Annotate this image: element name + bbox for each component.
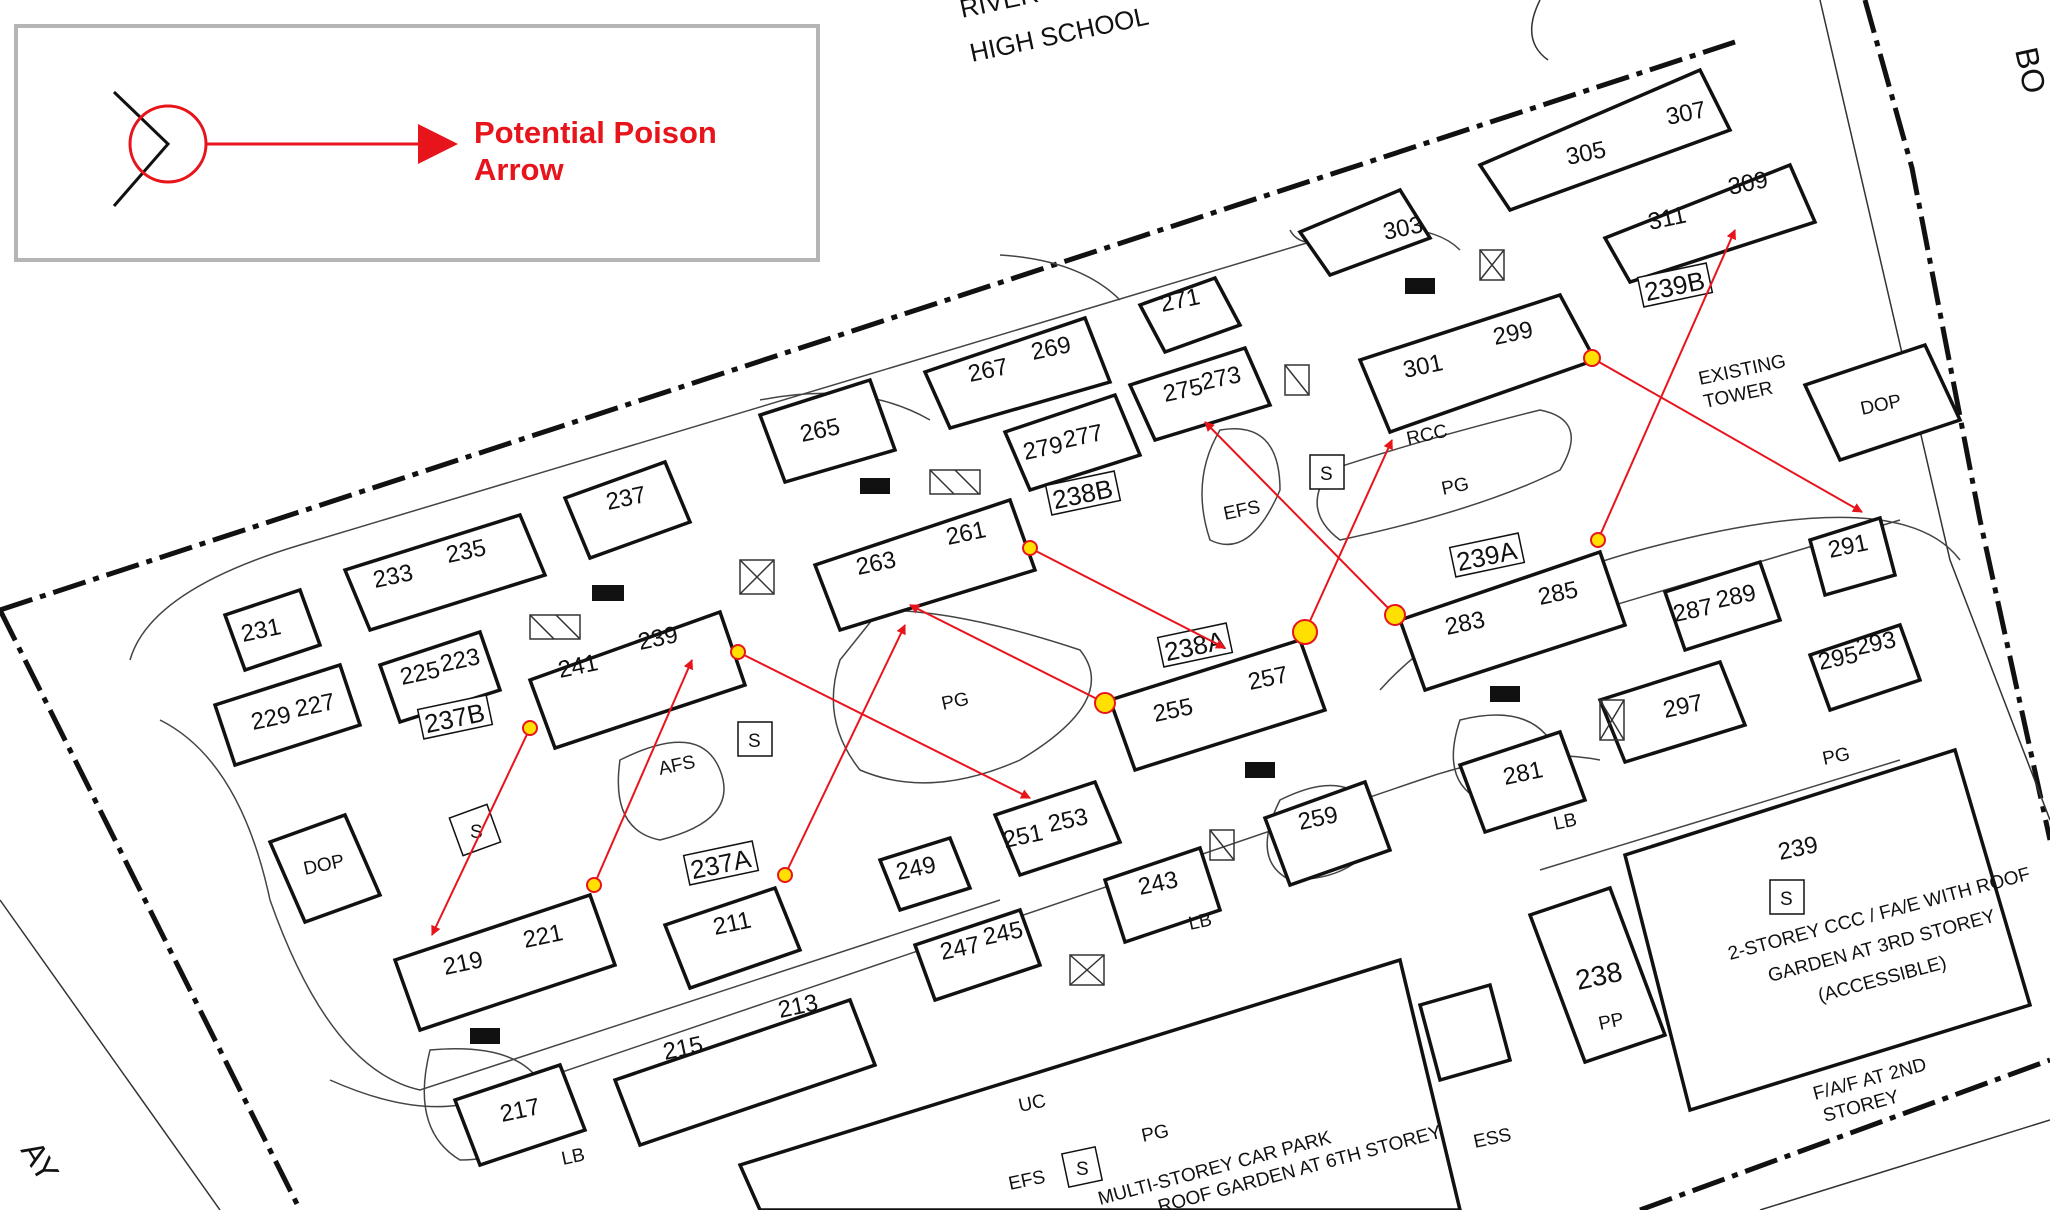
block-229-227-footprint <box>212 662 363 768</box>
s-left-label: S <box>470 822 483 843</box>
legend-label-line2: Arrow <box>474 152 564 187</box>
block-263-261-footprint <box>812 497 1038 633</box>
block-301-299-footprint <box>1357 292 1598 435</box>
block-281-footprint <box>1457 729 1588 835</box>
block-271-footprint <box>1137 275 1243 355</box>
ess-label: ESS <box>1472 1124 1514 1152</box>
lb-label-2: LB <box>1187 910 1214 935</box>
s-top-label: S <box>1320 464 1333 485</box>
block-251-253-footprint <box>992 779 1123 878</box>
poison-arrow-markers <box>522 349 1606 893</box>
s-bottom-label: S <box>1076 1159 1089 1180</box>
s-ccc-label: S <box>1780 889 1793 910</box>
block-291-footprint <box>1807 515 1898 598</box>
legend-label: Potential Poison Arrow <box>474 114 794 188</box>
poison-arrow-255-to-263 <box>909 604 1106 704</box>
block-249-footprint <box>877 835 973 913</box>
block-279-277-footprint <box>1002 392 1143 493</box>
precinct-238A: 238A <box>1162 625 1228 667</box>
ccc-239-footprint <box>1622 747 2033 1113</box>
legend-label-line1: Potential Poison <box>474 115 717 150</box>
pg-center-label: PG <box>940 689 971 715</box>
dop-right-footprint <box>1802 342 1963 463</box>
poison-arrow-299-to-291 <box>1591 357 1863 513</box>
precinct-239A: 239A <box>1454 535 1520 577</box>
lb-label-3: LB <box>560 1145 587 1170</box>
block-211-footprint <box>662 885 803 991</box>
block-287-289-footprint <box>1662 559 1783 653</box>
block-265-footprint <box>757 377 898 485</box>
pg-right-label: PG <box>1821 744 1852 770</box>
poison-arrow-285-to-309 <box>1597 229 1736 541</box>
block-295-293-footprint <box>1807 622 1923 713</box>
road-label-right: BO <box>2008 44 2050 97</box>
afs-label: AFS <box>657 752 698 780</box>
pp-label: PP <box>1597 1009 1626 1035</box>
block-237-footprint <box>562 459 693 561</box>
poison-arrow-211-to-263 <box>784 624 906 876</box>
ess-footprint <box>1417 982 1513 1083</box>
block-255-257-footprint <box>1107 637 1328 773</box>
s-afs-label: S <box>748 731 761 752</box>
lift-symbols <box>470 278 1520 1044</box>
lb-label-1: LB <box>1552 810 1579 835</box>
poison-arrow-221-to-239 <box>593 659 693 886</box>
block-215-213-footprint <box>612 997 878 1148</box>
poison-arrow-239-to-251 <box>737 651 1031 799</box>
block-305-307-footprint <box>1477 67 1733 213</box>
block-231-footprint <box>222 587 323 673</box>
block-275-273-footprint <box>1127 345 1273 443</box>
precinct-237A: 237A <box>688 843 754 885</box>
block-297-footprint <box>1597 659 1748 765</box>
block-303-footprint <box>1297 187 1433 278</box>
pp-238-footprint <box>1527 885 1668 1065</box>
poison-arrow-241-to-219 <box>431 727 531 936</box>
pg-top-label: PG <box>1440 474 1471 500</box>
hatch-boxes <box>529 249 1625 986</box>
block-233-235-footprint <box>342 512 548 633</box>
block-219-221-footprint <box>392 892 618 1033</box>
road-label-left: AY <box>14 1135 66 1188</box>
block-247-245-footprint <box>912 907 1043 1003</box>
carpark-footprint <box>737 957 1462 1210</box>
efs-top-label: EFS <box>1222 497 1263 525</box>
block-283-285-footprint <box>1397 549 1628 693</box>
poison-arrow-257-to-301 <box>1304 439 1393 633</box>
block-311-309-footprint <box>1602 162 1818 285</box>
legend-box: Potential Poison Arrow <box>14 24 820 262</box>
poison-arrow-283-to-275 <box>1204 421 1396 616</box>
poison-arrows <box>431 229 1863 936</box>
building-footprints <box>212 67 2033 1210</box>
poison-arrow-symbol <box>112 90 458 207</box>
block-243-footprint <box>1102 845 1223 945</box>
block-267-269-footprint <box>922 315 1113 431</box>
dop-left-footprint <box>267 812 383 925</box>
block-259-footprint <box>1262 779 1393 888</box>
poison-arrow-261-to-257 <box>1029 547 1226 649</box>
block-241-239-footprint <box>527 609 748 751</box>
block-217-footprint <box>452 1062 588 1168</box>
